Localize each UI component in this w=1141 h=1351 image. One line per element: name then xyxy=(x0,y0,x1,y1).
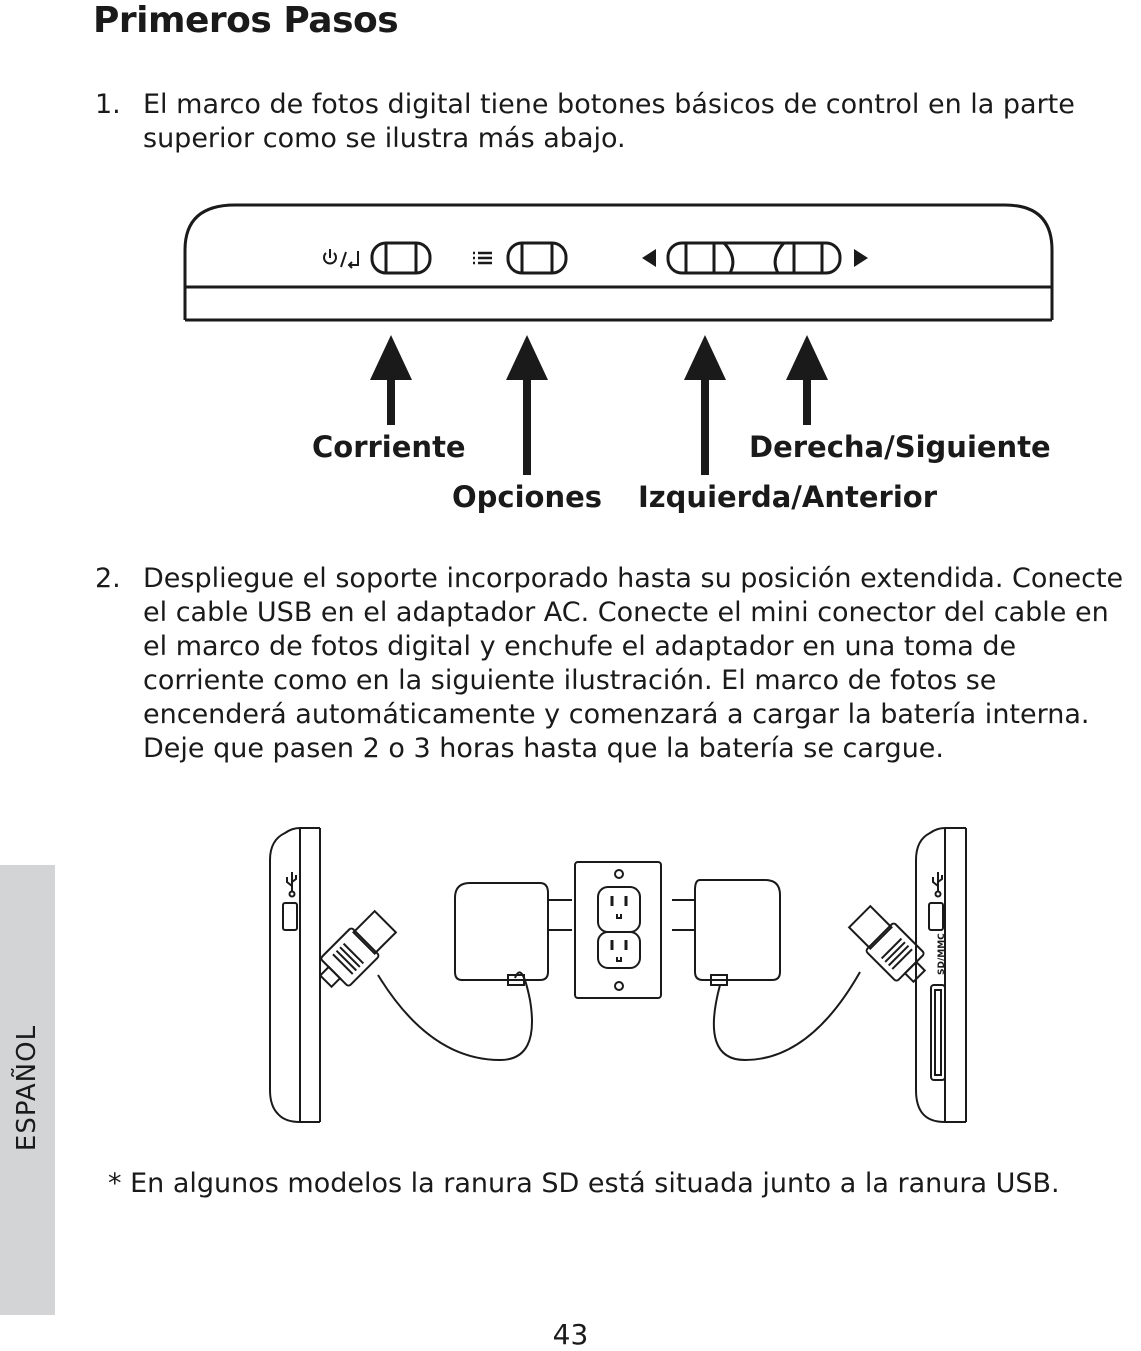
usb-icon xyxy=(286,872,297,898)
frame-side-left xyxy=(269,826,321,1124)
frame-top-outline xyxy=(183,203,1054,320)
step-2: 2. Despliegue el soporte incorporado has… xyxy=(95,562,1141,766)
sd-slot xyxy=(930,984,946,1081)
step-number: 1. xyxy=(95,89,121,120)
page-title: Primeros Pasos xyxy=(93,0,399,41)
page-number: 43 xyxy=(552,1318,589,1351)
step-1: 1. El marco de fotos digital tiene boton… xyxy=(95,88,1141,156)
controls-illustration xyxy=(183,203,1054,475)
language-tab xyxy=(0,865,55,1315)
rocker-button-shape xyxy=(666,241,842,275)
usb-plug-right xyxy=(847,904,927,984)
language-tab-label: ESPAÑOL xyxy=(12,1024,42,1152)
adapter-left xyxy=(454,882,572,986)
step-text: El marco de fotos digital tiene botones … xyxy=(143,89,1075,154)
power-enter-icon xyxy=(323,249,359,269)
menu-list-icon xyxy=(473,251,492,265)
frame-side-right xyxy=(915,826,967,1124)
footnote: * En algunos modelos la ranura SD está s… xyxy=(108,1168,1060,1199)
cable-right xyxy=(712,971,861,1062)
usb-port-right xyxy=(928,902,944,931)
arrow-left-nav xyxy=(684,335,726,475)
usb-plug-left xyxy=(318,909,398,989)
arrow-power xyxy=(370,335,412,425)
arrow-right-icon xyxy=(854,249,868,267)
usb-port-left xyxy=(282,902,298,931)
adapter-right xyxy=(672,879,781,986)
power-button-shape xyxy=(370,241,432,275)
label-left-previous: Izquierda/Anterior xyxy=(638,480,937,514)
wall-outlet xyxy=(574,861,662,999)
options-button-shape xyxy=(506,241,568,275)
label-power: Corriente xyxy=(312,430,466,464)
step-number: 2. xyxy=(95,563,121,594)
label-options: Opciones xyxy=(452,480,603,514)
arrow-options xyxy=(506,335,548,475)
arrow-left-icon xyxy=(642,249,656,267)
step-text: Despliegue el soporte incorporado hasta … xyxy=(143,563,1124,764)
usb-icon xyxy=(932,872,943,898)
arrow-right-nav xyxy=(786,335,828,425)
label-right-next: Derecha/Siguiente xyxy=(749,430,1051,464)
sd-mmc-label: SD/MMC xyxy=(937,933,947,975)
